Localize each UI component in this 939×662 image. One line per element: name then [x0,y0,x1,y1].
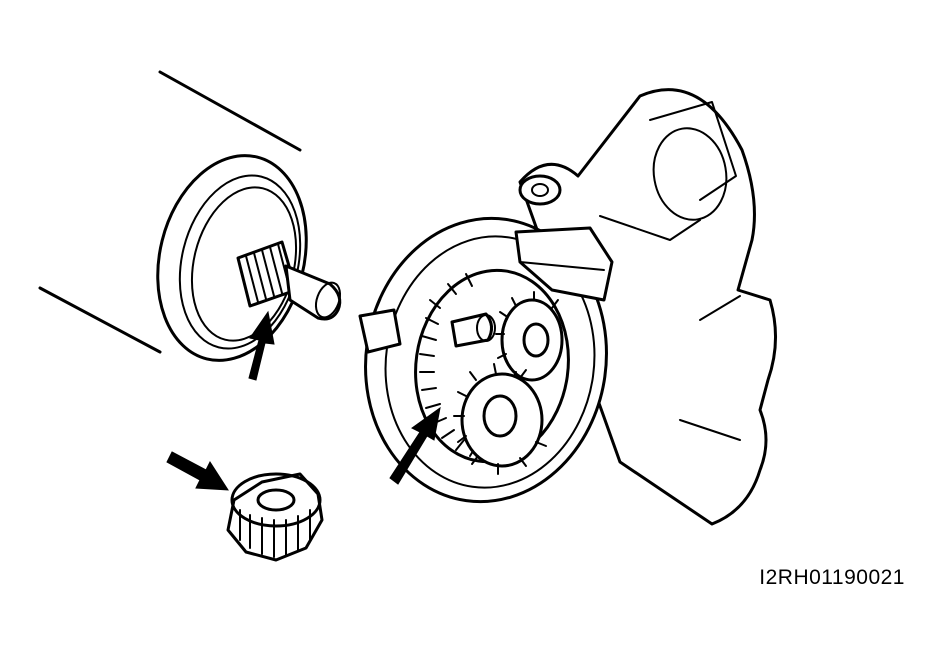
pinion-teeth [239,509,311,558]
lower-planet-teeth [453,363,547,475]
figure-code-label: I2RH01190021 [759,566,905,589]
shaft-splines [245,243,291,303]
motor-armature [38,70,342,362]
pinion-gear [226,472,324,562]
arrow-internal-gear [389,406,441,485]
ring-gear-teeth [419,273,477,457]
arrow-armature-shaft [248,310,275,381]
arrow-pinion-gear [166,451,229,491]
upper-planet-teeth [495,291,559,381]
